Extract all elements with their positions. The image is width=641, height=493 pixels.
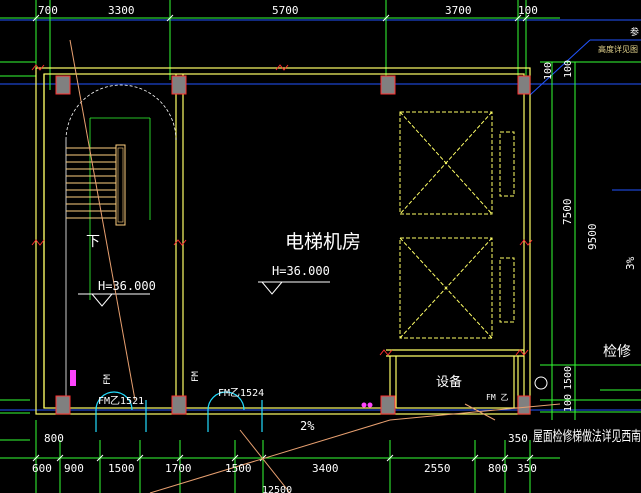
- dim-top-1: 3300: [108, 4, 135, 17]
- labels: 700 3300 5700 3700 100 600 900 1500 1700…: [32, 4, 641, 493]
- column: [171, 75, 187, 95]
- small-tag-right: FM 乙: [486, 393, 508, 402]
- columns: [55, 75, 531, 415]
- grid-lines: [0, 19, 641, 411]
- level-markers: [78, 281, 330, 307]
- column: [380, 395, 396, 415]
- equipment-label: 设备: [436, 374, 462, 390]
- stair-treads: [66, 147, 116, 219]
- dim-top-4: 100: [518, 4, 538, 17]
- dim-bottom-0: 600: [32, 462, 52, 475]
- top-right-note2: 高度详见图: [598, 44, 638, 54]
- staircase: [65, 84, 177, 400]
- elevator-shaft: [399, 237, 493, 339]
- level-left: H=36.000: [98, 279, 156, 293]
- column: [55, 395, 71, 415]
- dim-top-0: 700: [38, 4, 58, 17]
- dim-bottom-1: 900: [64, 462, 84, 475]
- leaders: [69, 39, 561, 493]
- column: [380, 75, 396, 95]
- room-label: 电梯机房: [285, 231, 361, 253]
- dimension-ticks: [32, 14, 534, 462]
- dim-bottom-left: 800: [44, 432, 64, 445]
- dim-bottom-7: 800: [488, 462, 508, 475]
- bottom-note: 屋面检修梯做法详见西南: [533, 429, 641, 445]
- bottom-cut: 12500: [262, 485, 292, 493]
- dim-bottom-5: 3400: [312, 462, 339, 475]
- dim-bottom-6: 2550: [424, 462, 451, 475]
- column: [517, 395, 531, 415]
- column: [517, 75, 531, 95]
- doors: [95, 391, 263, 432]
- break-marks: [31, 64, 533, 356]
- door-tag-2: FM: [191, 371, 201, 382]
- fire-door-right: FM乙1524: [218, 387, 264, 399]
- door-tag-1: FM: [103, 374, 113, 385]
- dim-bottom-4: 1500: [225, 462, 252, 475]
- dim-right-0: 100: [563, 60, 574, 78]
- top-right-note: 参: [630, 26, 639, 38]
- dim-right-3: 1500: [563, 366, 574, 390]
- level-right: H=36.000: [272, 264, 330, 278]
- dim-bottom-2: 1500: [108, 462, 135, 475]
- dim-top-3: 3700: [445, 4, 472, 17]
- dim-top-2: 5700: [272, 4, 299, 17]
- note-right: 检修: [603, 344, 631, 360]
- column: [55, 75, 71, 95]
- column: [171, 395, 187, 415]
- dim-right-top-label: 100: [543, 62, 554, 80]
- slope: 2%: [300, 419, 315, 433]
- markers: [70, 370, 373, 408]
- fire-door-left: FM乙1521: [98, 395, 144, 407]
- right-misc: 3%: [624, 256, 637, 270]
- elevator-shaft: [399, 111, 493, 215]
- drain-symbol: [534, 376, 548, 390]
- dim-bottom-3: 1700: [165, 462, 192, 475]
- stair-down-label: 下: [86, 234, 100, 250]
- dim-right-4: 100: [563, 394, 574, 412]
- dim-bottom-right: 350: [508, 432, 528, 445]
- dim-right-1: 7500: [561, 199, 574, 226]
- walls: [35, 67, 531, 415]
- dim-right-2: 9500: [586, 224, 599, 251]
- elevator-shafts: [399, 111, 515, 339]
- dim-bottom-8: 350: [517, 462, 537, 475]
